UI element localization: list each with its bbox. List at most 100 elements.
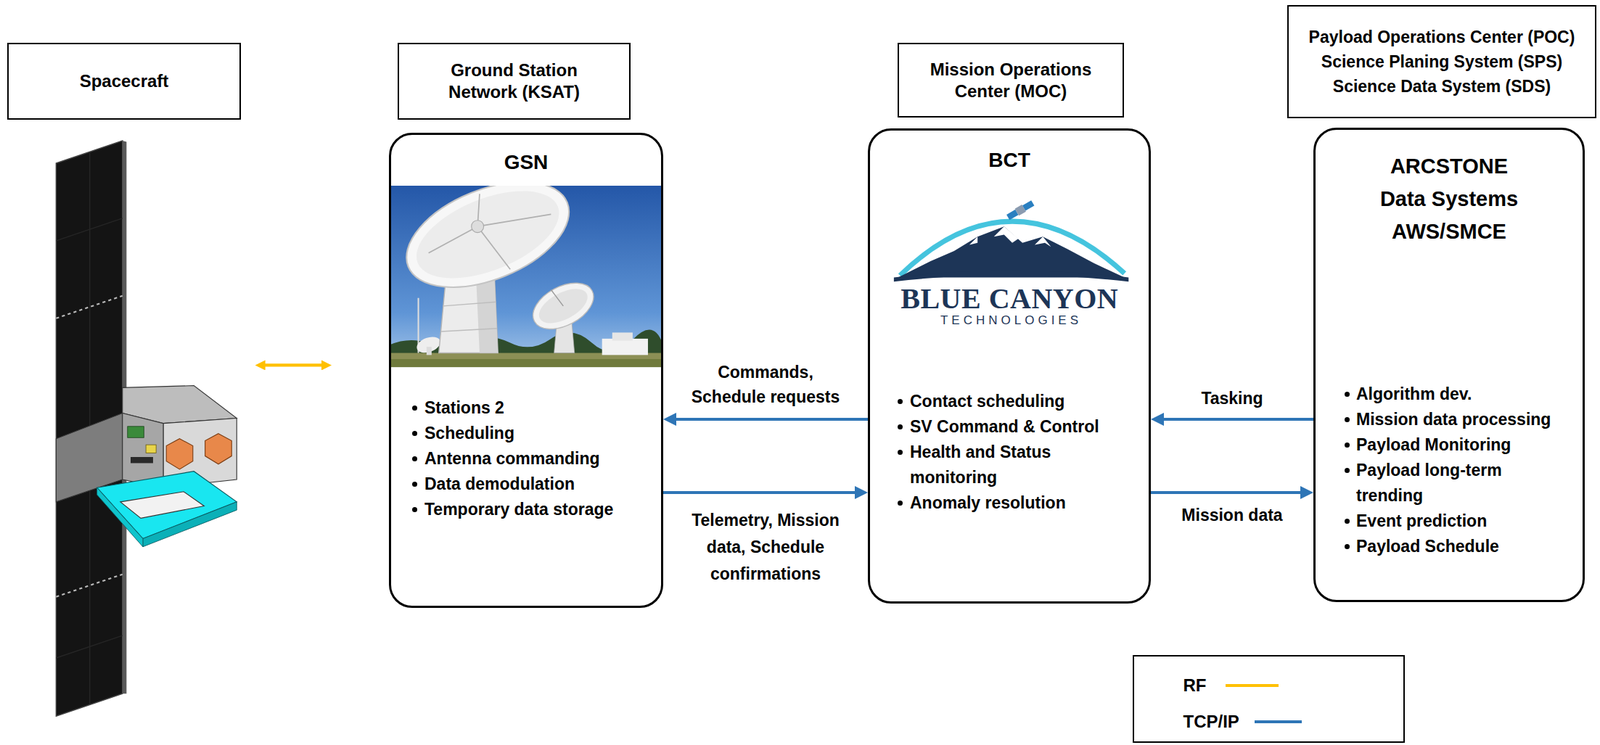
antenna-photo bbox=[389, 359, 662, 368]
edge-label: Mission data bbox=[1159, 502, 1305, 528]
data-flow-arrow bbox=[667, 417, 868, 421]
legend-sample bbox=[1225, 681, 1279, 691]
bullet-text: Payload long-term trending bbox=[1356, 457, 1563, 509]
bullet-text: Payload Monitoring bbox=[1356, 432, 1563, 458]
antenna-photo bbox=[550, 289, 564, 307]
bullet-text: Temporary data storage bbox=[424, 497, 643, 523]
antenna-photo bbox=[389, 330, 662, 356]
bullet-list: Contact schedulingSV Command & ControlHe… bbox=[909, 388, 1121, 516]
bullet-dot bbox=[412, 456, 418, 462]
bullet-list: Stations 2SchedulingAntenna commandingDa… bbox=[424, 395, 643, 523]
header-box: Spacecraft bbox=[7, 42, 241, 120]
bullet-item: Antenna commanding bbox=[424, 446, 643, 472]
bullet-text: SV Command & Control bbox=[909, 414, 1121, 440]
header-text: Ground Station Network (KSAT) bbox=[423, 59, 606, 104]
bullet-item: Contact scheduling bbox=[909, 388, 1121, 415]
company-logo bbox=[1005, 199, 1035, 221]
bullet-text: Mission data processing bbox=[1356, 407, 1563, 433]
box-heading: TECHNOLOGIES bbox=[870, 313, 1149, 328]
bullet-text: Data demodulation bbox=[424, 471, 643, 498]
box-heading: AWS/SMCE bbox=[1315, 215, 1583, 249]
bullet-text: Payload Schedule bbox=[1356, 534, 1563, 560]
bullet-text: Health and Status monitoring bbox=[909, 439, 1121, 491]
data-systems-box: ARCSTONEData SystemsAWS/SMCE Algorithm de… bbox=[1313, 127, 1585, 603]
operations-box: BCT BLUE CANYONTECHNOLOGIES Contact schedu… bbox=[867, 128, 1151, 604]
antenna-photo bbox=[533, 282, 593, 331]
bullet-text: Stations 2 bbox=[424, 395, 643, 421]
legend-box: RF TCP/IP bbox=[1132, 655, 1405, 744]
bullet-dot bbox=[412, 507, 418, 513]
bullet-dot bbox=[412, 405, 418, 411]
legend-row: TCP/IP bbox=[1183, 711, 1302, 733]
spacecraft-illustration bbox=[145, 444, 157, 453]
antenna-photo bbox=[602, 338, 648, 356]
bullet-text: Contact scheduling bbox=[909, 388, 1121, 415]
antenna-photo bbox=[428, 226, 479, 254]
data-flow-arrow bbox=[1155, 417, 1314, 421]
company-logo bbox=[898, 226, 1125, 278]
bullet-item: Payload Monitoring bbox=[1356, 432, 1563, 458]
spacecraft-illustration bbox=[55, 140, 237, 717]
box-heading: Data Systems bbox=[1315, 182, 1583, 216]
box-title: GSN bbox=[391, 150, 662, 175]
header-box: Ground Station Network (KSAT) bbox=[397, 42, 631, 120]
bullet-item: Temporary data storage bbox=[424, 497, 643, 523]
bullet-dot bbox=[897, 500, 903, 506]
bullet-dot bbox=[412, 431, 418, 437]
legend-text: RF bbox=[1183, 674, 1207, 697]
company-logo bbox=[1022, 200, 1035, 211]
edge-label: Commands, Schedule requests bbox=[684, 359, 847, 410]
company-logo bbox=[994, 226, 1019, 244]
bullet-item: Algorithm dev. bbox=[1356, 381, 1563, 408]
header-box: Payload Operations Center (POC)Science P… bbox=[1287, 5, 1597, 119]
spacecraft-illustration bbox=[205, 433, 233, 465]
header-text: Payload Operations Center (POC) bbox=[1309, 24, 1576, 50]
antenna-photo bbox=[471, 220, 484, 233]
spacecraft-illustration bbox=[127, 426, 145, 438]
antenna-photo bbox=[477, 226, 511, 270]
spacecraft-illustration bbox=[166, 439, 194, 470]
spacecraft-illustration bbox=[97, 471, 238, 540]
spacecraft-illustration bbox=[130, 457, 154, 463]
bullet-item: Stations 2 bbox=[424, 395, 643, 421]
bullet-item: Scheduling bbox=[424, 420, 643, 447]
antenna-photo bbox=[391, 185, 584, 309]
bullet-text: Scheduling bbox=[424, 420, 643, 447]
bullet-text: Event prediction bbox=[1356, 508, 1563, 535]
legend-line-sample bbox=[1254, 720, 1302, 724]
antenna-photo bbox=[442, 301, 496, 307]
spacecraft-illustration bbox=[55, 140, 122, 717]
bullet-dot bbox=[1344, 518, 1350, 524]
bullet-dot bbox=[1344, 468, 1350, 474]
company-logo bbox=[969, 236, 978, 245]
company-logo bbox=[893, 270, 1129, 282]
bullet-text: Algorithm dev. bbox=[1356, 381, 1563, 408]
box-title: ARCSTONE bbox=[1315, 150, 1583, 183]
legend-sample bbox=[1254, 717, 1302, 727]
bullet-dot bbox=[897, 449, 903, 455]
antenna-photo bbox=[426, 346, 432, 355]
header-text: Mission Operations Center (MOC) bbox=[916, 58, 1106, 103]
antenna-photo bbox=[525, 273, 602, 339]
edge-label: Telemetry, Mission data, Schedule confir… bbox=[684, 507, 847, 588]
bullet-item: Payload Schedule bbox=[1356, 534, 1563, 560]
legend-row: RF bbox=[1183, 674, 1279, 697]
bullet-dot bbox=[897, 424, 903, 430]
bullet-item: Health and Status monitoring bbox=[909, 439, 1121, 491]
antenna-photo bbox=[389, 185, 662, 368]
rf-link-arrow bbox=[261, 363, 326, 367]
header-text: Science Data System (SDS) bbox=[1332, 74, 1551, 99]
bullet-dot bbox=[897, 399, 903, 405]
header-text: Spacecraft bbox=[79, 70, 170, 93]
header-box: Mission Operations Center (MOC) bbox=[897, 42, 1124, 118]
data-flow-arrow bbox=[1150, 491, 1310, 495]
bullet-dot bbox=[1344, 442, 1350, 448]
box-heading: BLUE CANYON bbox=[870, 284, 1149, 314]
box-title: BCT bbox=[870, 148, 1149, 173]
antenna-photo bbox=[404, 185, 572, 297]
bullet-item: Anomaly resolution bbox=[909, 490, 1121, 516]
legend-line-sample bbox=[1225, 684, 1279, 688]
bullet-list: Algorithm dev.Mission data processingPay… bbox=[1356, 381, 1563, 560]
edge-label: Tasking bbox=[1159, 386, 1305, 411]
antenna-photo bbox=[612, 332, 633, 341]
